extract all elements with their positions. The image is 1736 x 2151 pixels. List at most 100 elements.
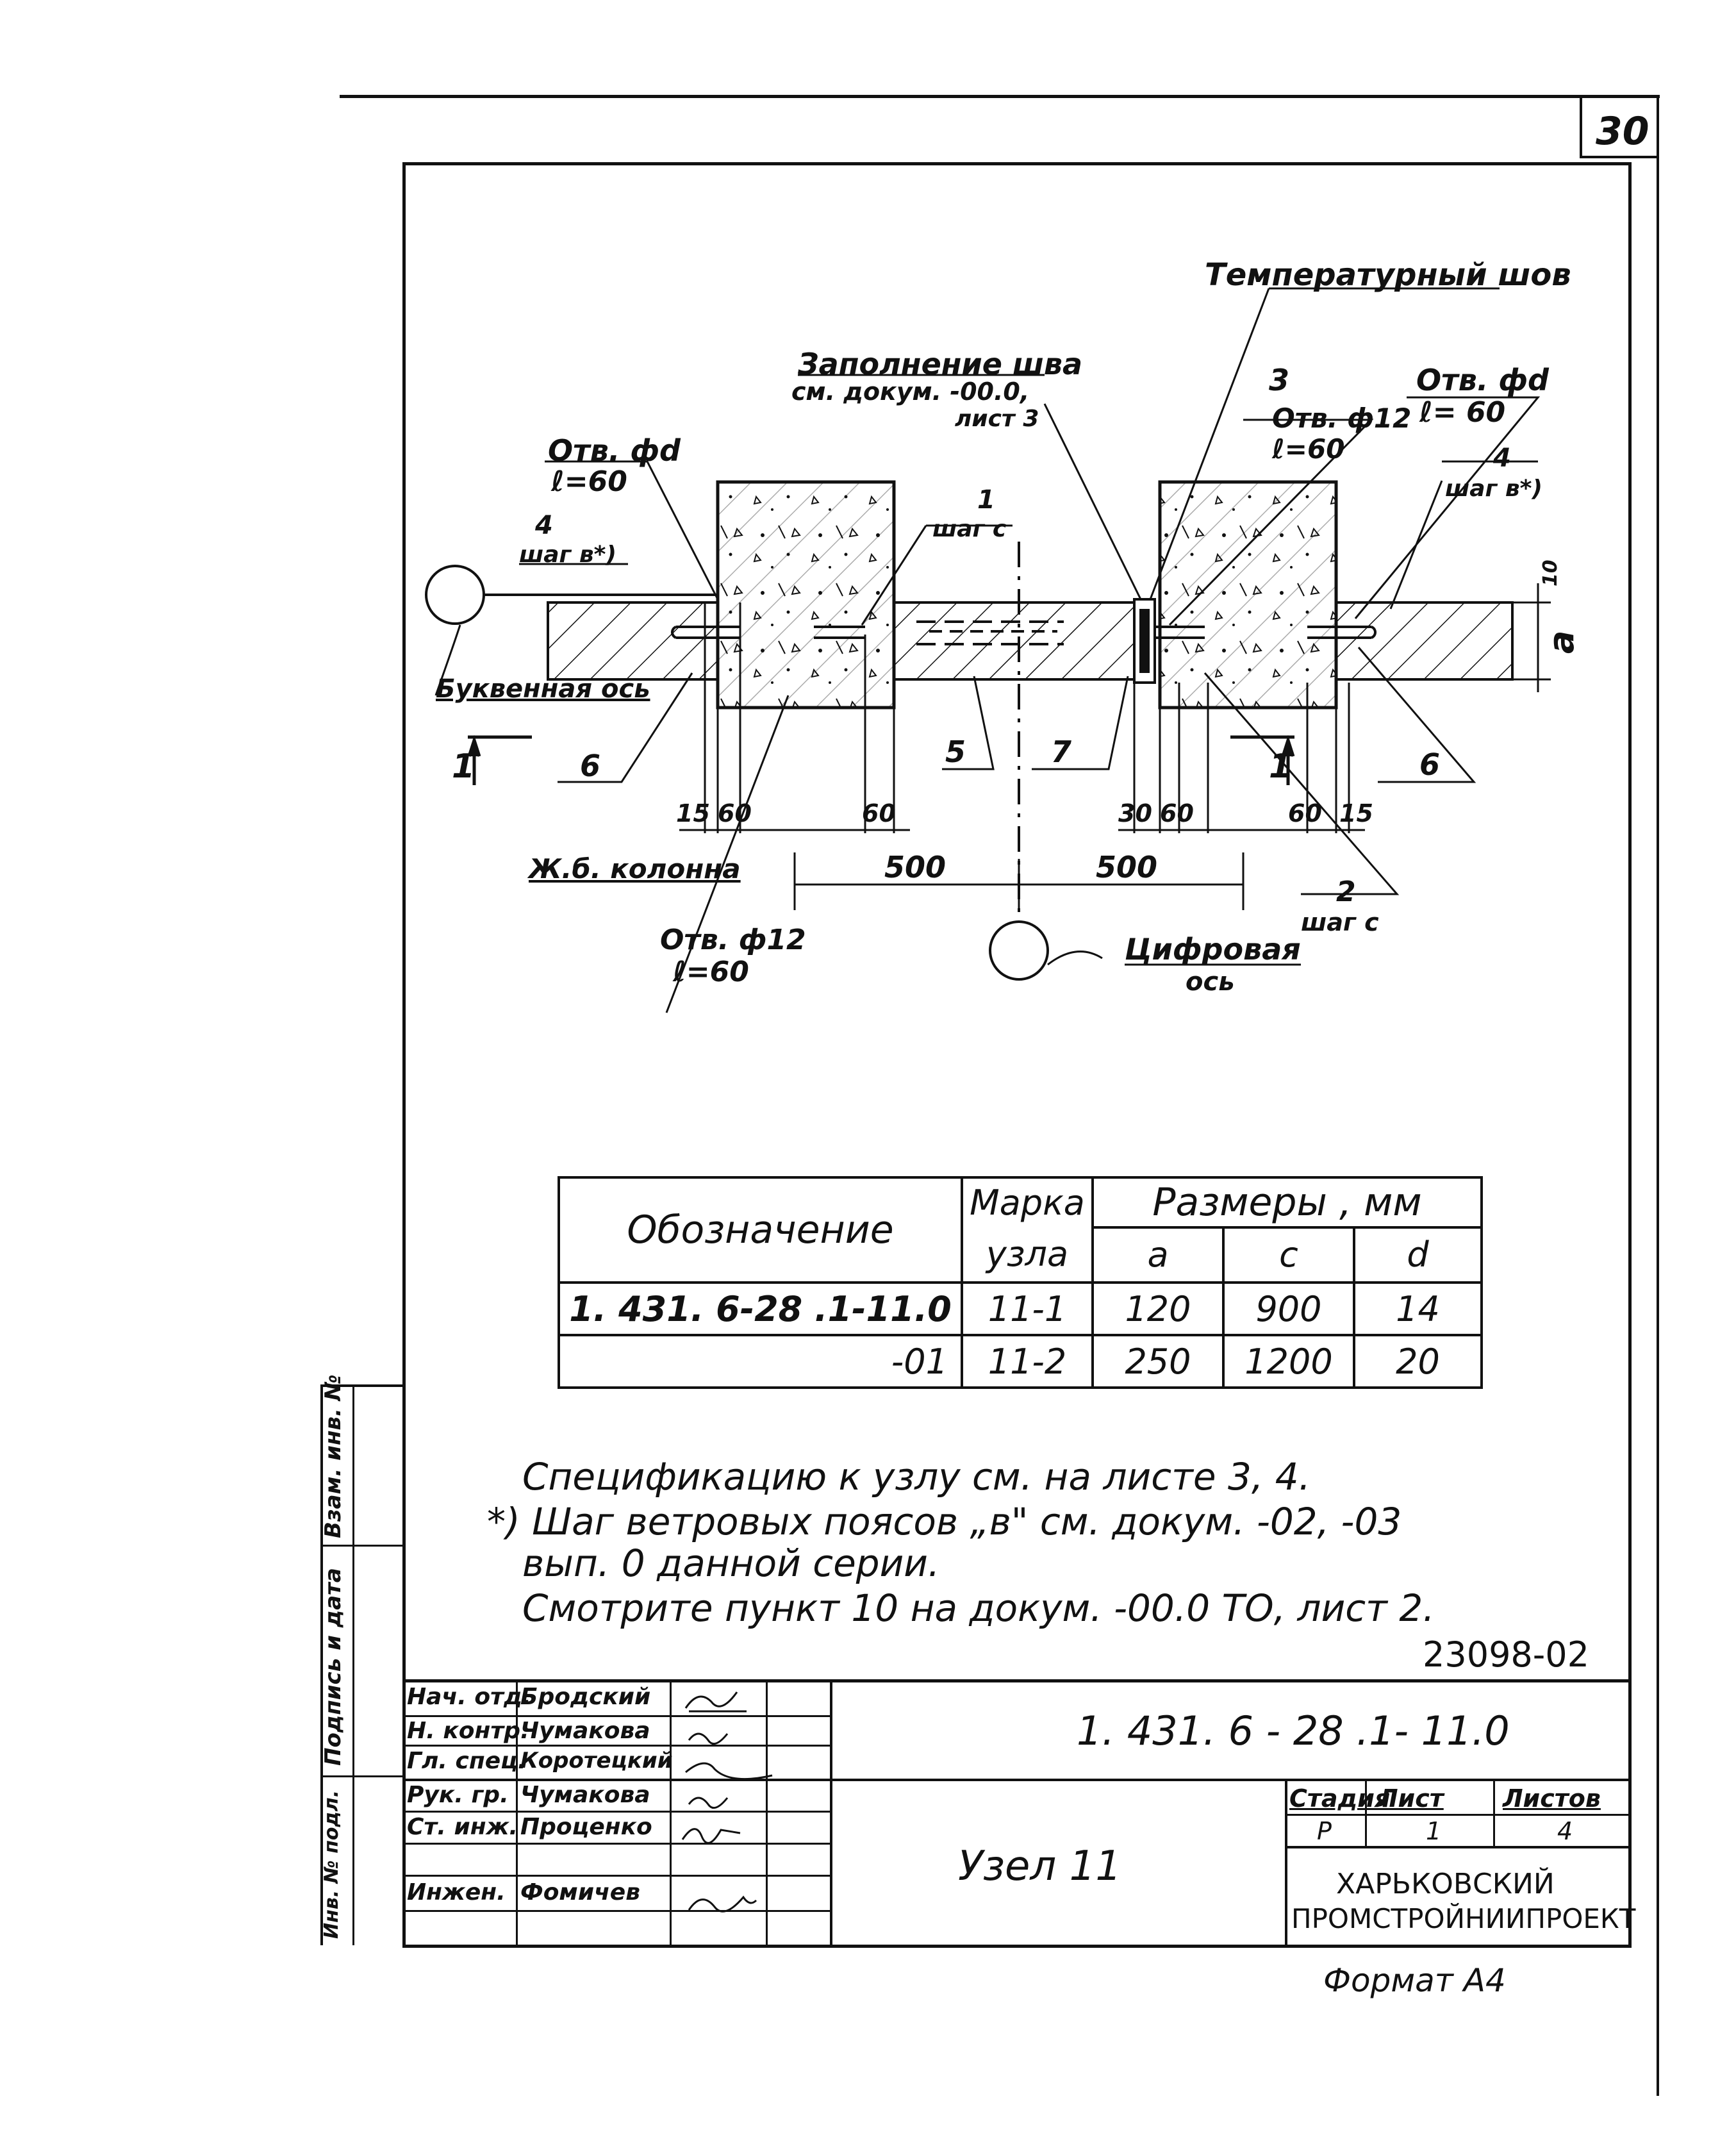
frame-right [1628, 162, 1632, 1947]
label-letter-axis: Буквенная ось [436, 674, 650, 704]
org-name-2: ПРОМСТРОЙНИИПРОЕКТ [1291, 1903, 1636, 1934]
label-pos1-step: шаг с [932, 516, 1007, 542]
staff-role: Нач. отд. [407, 1684, 531, 1710]
label-joint-fill-1: Заполнение шва [798, 347, 1083, 381]
frame-left [402, 162, 406, 1947]
signatures [681, 1691, 773, 1913]
staff-role: Рук. гр. [407, 1782, 509, 1808]
label-dim-10: 10 [1539, 560, 1562, 586]
label-section-left: 1 [452, 747, 475, 786]
cell-c: 900 [1222, 1281, 1355, 1336]
archive-number: 23098-02 [1423, 1634, 1589, 1675]
dimension-lines [679, 583, 1551, 910]
label-dim-15-left: 15 [676, 799, 710, 827]
cell-d: 14 [1353, 1281, 1483, 1336]
label-pos6-left: 6 [580, 749, 601, 783]
label-hole12-right-2: ℓ=60 [1272, 433, 1345, 465]
side-inv-no: Взам. инв. № [320, 1374, 346, 1538]
frame-bottom [402, 1945, 1632, 1948]
label-dim-60-r1: 60 [1160, 799, 1194, 827]
label-digit-axis-2: ось [1186, 967, 1235, 997]
sheets-header: Листов [1503, 1784, 1601, 1813]
header-a: a [1091, 1225, 1225, 1284]
label-dim-60-l2: 60 [862, 799, 896, 827]
stage-value: Р [1317, 1817, 1332, 1845]
page-number-box-left [1580, 96, 1582, 157]
label-section-right: 1 [1269, 747, 1293, 786]
frame-top [402, 162, 1632, 165]
staff-role: Н. контр. [407, 1718, 529, 1744]
label-hole12-left-1: Отв. ф12 [660, 924, 806, 956]
note-2: *) Шаг ветровых поясов „в" см. докум. -0… [487, 1500, 1402, 1543]
label-pos4-right-step: шаг в*) [1445, 476, 1542, 502]
staff-name: Чумакова [520, 1782, 650, 1808]
note-3: вып. 0 данной серии. [522, 1541, 940, 1585]
label-pos4-left-step: шаг в*) [519, 542, 616, 568]
label-dim-500-left: 500 [884, 850, 947, 884]
label-hole-d-left-2: ℓ=60 [551, 465, 627, 498]
table-row: -01 11-2 250 1200 20 [558, 1334, 1483, 1389]
header-mark-1: Марка [961, 1176, 1094, 1227]
page-number-box-right [1657, 96, 1659, 2096]
table-row: 1. 431. 6-28 .1-11.0 11-1 120 900 14 [558, 1281, 1483, 1336]
label-joint-fill-3: лист 3 [955, 406, 1039, 432]
cell-mark: 11-2 [961, 1334, 1094, 1389]
label-hole12-right-1: Отв. ф12 [1272, 403, 1412, 434]
label-pos6-right: 6 [1419, 747, 1441, 782]
label-dim-500-right: 500 [1096, 850, 1158, 884]
header-dims: Размеры , мм [1091, 1176, 1483, 1229]
label-joint-fill-2: см. докум. -00.0, [791, 378, 1030, 406]
cell-c: 1200 [1222, 1334, 1355, 1389]
staff-role: Ст. инж. [407, 1814, 518, 1840]
label-pos1: 1 [977, 485, 995, 515]
label-pos5: 5 [945, 735, 966, 769]
note-4: Смотрите пункт 10 на докум. -00.0 ТО, ли… [522, 1586, 1435, 1630]
header-d: d [1353, 1225, 1483, 1284]
staff-name: Проценко [520, 1814, 652, 1840]
label-hole-d-right-2: ℓ= 60 [1419, 396, 1506, 429]
label-pos7: 7 [1051, 735, 1072, 769]
staff-role: Инжен. [407, 1879, 506, 1906]
label-pos2-step: шаг с [1301, 908, 1379, 936]
label-pos2: 2 [1336, 876, 1356, 908]
sheet-value: 1 [1426, 1817, 1442, 1845]
expansion-joint [1133, 598, 1156, 684]
section-markers [467, 735, 1295, 785]
staff-name: Фомичев [520, 1879, 640, 1906]
right-column [1158, 480, 1338, 710]
letter-axis-marker [425, 565, 718, 625]
doc-code: 1. 431. 6 - 28 .1- 11.0 [1077, 1707, 1510, 1754]
label-expansion-joint: Температурный шов [1205, 257, 1571, 293]
label-dim-30: 30 [1118, 799, 1152, 827]
cell-a: 120 [1091, 1281, 1225, 1336]
side-inv-orig: Инв. № подл. [320, 1790, 343, 1939]
staff-name: Бродский [520, 1684, 651, 1710]
cell-designation: 1. 431. 6-28 .1-11.0 [558, 1281, 963, 1336]
middle-wall-panel [893, 601, 1136, 681]
cell-a: 250 [1091, 1334, 1225, 1389]
label-pos3: 3 [1269, 363, 1290, 397]
label-hole-d-right-1: Отв. фd [1416, 363, 1549, 397]
stage-header: Стадия [1289, 1784, 1391, 1813]
top-rule [340, 95, 1660, 98]
header-mark-2: узла [961, 1227, 1094, 1284]
label-pos4-left: 4 [535, 511, 553, 540]
staff-name: Чумакова [520, 1718, 650, 1744]
cell-designation: -01 [558, 1334, 963, 1389]
header-designation: Обозначение [558, 1176, 963, 1284]
right-wall-panel [1335, 601, 1514, 681]
staff-role: Гл. спец. [407, 1748, 527, 1774]
label-dim-60-r2: 60 [1288, 799, 1322, 827]
cell-mark: 11-1 [961, 1281, 1094, 1336]
sheets-value: 4 [1557, 1817, 1573, 1845]
org-name-1: ХАРЬКОВСКИЙ [1336, 1868, 1555, 1900]
label-digit-axis-1: Цифровая [1125, 932, 1301, 967]
page-number-box-bottom [1580, 156, 1659, 158]
label-pos4-right: 4 [1493, 444, 1511, 473]
sheet-title: Узел 11 [958, 1843, 1122, 1890]
leader-lines [434, 287, 1541, 1013]
left-column [716, 480, 896, 710]
label-hole12-left-2: ℓ=60 [673, 956, 749, 988]
paper-format: Формат А4 [1323, 1962, 1506, 1999]
note-1: Спецификацию к узлу см. на листе 3, 4. [522, 1455, 1311, 1499]
